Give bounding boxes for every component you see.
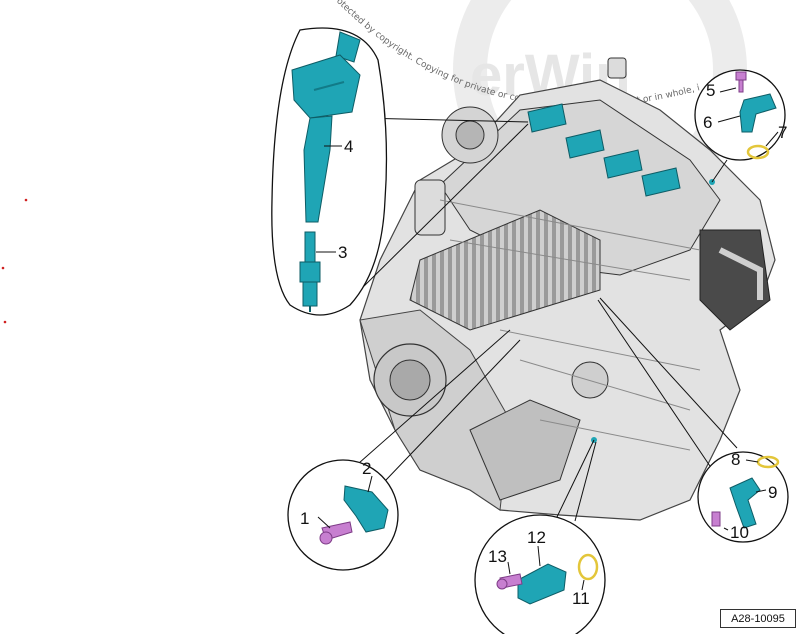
bolt-icon	[711, 511, 721, 527]
leader-lines	[357, 117, 738, 522]
callout-10: 10	[730, 523, 749, 542]
callout-8: 8	[731, 450, 740, 469]
callout-5: 5	[706, 81, 715, 100]
bolt-icon	[496, 573, 523, 590]
o-ring-icon	[746, 144, 770, 160]
callout-12: 12	[527, 528, 546, 547]
callout-4: 4	[344, 137, 353, 156]
bolt-icon	[319, 521, 353, 545]
sensor-icon	[343, 485, 389, 533]
sensor-icon	[517, 563, 567, 605]
callout-crankshaft-sensor: 8 9 10	[697, 450, 789, 543]
callout-3: 3	[338, 243, 347, 262]
callout-13: 13	[488, 547, 507, 566]
callout-speed-sensor: 12 13 11	[474, 514, 606, 634]
ignition-coils-installed	[527, 103, 715, 443]
callout-2: 2	[362, 459, 371, 478]
o-ring-icon	[577, 553, 599, 581]
marker-dots	[1, 198, 28, 324]
figure-reference-code: A28-10095	[720, 609, 796, 628]
callout-coil-spark-plug: 4 3	[271, 27, 388, 316]
ignition-coil-icon	[291, 31, 361, 223]
callout-9: 9	[768, 483, 777, 502]
callout-1: 1	[300, 509, 309, 528]
callout-7: 7	[778, 123, 787, 142]
sensor-icon	[739, 93, 777, 133]
callout-knock-sensor: 1 2	[287, 459, 399, 571]
sensor-icon	[729, 477, 761, 529]
callout-camshaft-sensor: 5 6 7	[694, 69, 787, 161]
spark-plug-icon	[299, 231, 321, 312]
bolt-icon	[735, 71, 747, 93]
callout-6: 6	[703, 113, 712, 132]
callout-11: 11	[572, 589, 590, 608]
